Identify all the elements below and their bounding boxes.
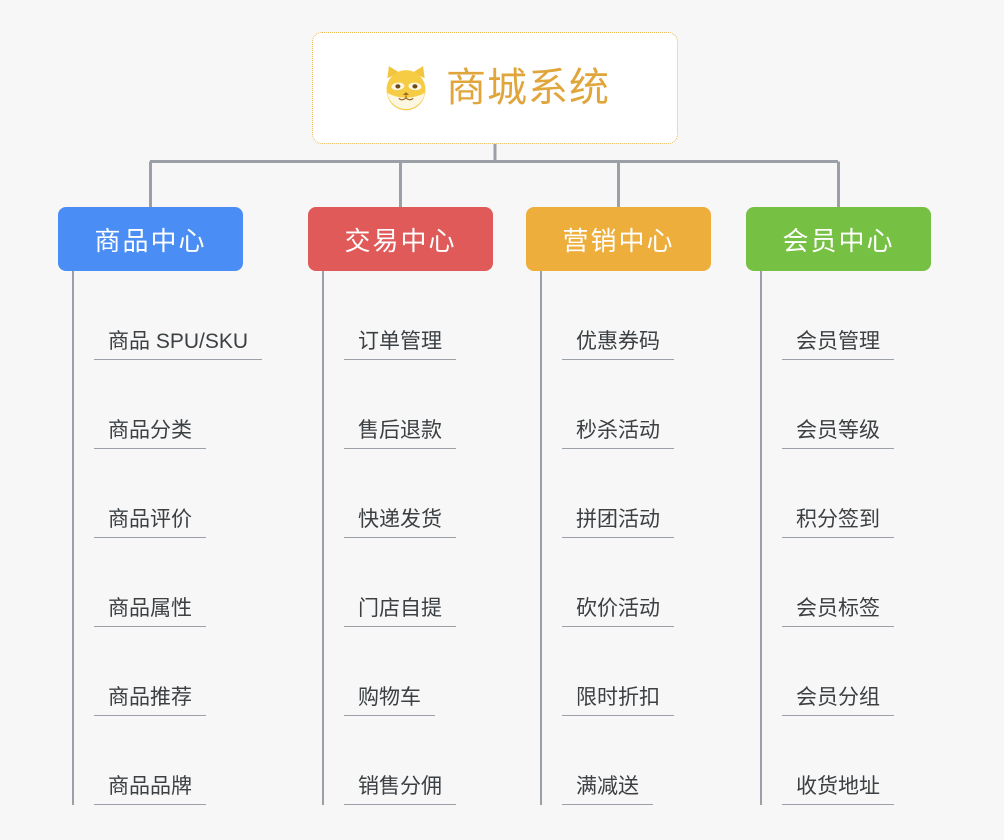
leaf-item[interactable]: 会员分组: [746, 627, 996, 716]
spine-line-1: [322, 271, 324, 805]
leaf-label: 订单管理: [344, 330, 456, 360]
category-column-3: 会员中心 会员管理 会员等级 积分签到 会员标签 会员分组 收货地址: [746, 207, 996, 805]
leaf-item[interactable]: 会员标签: [746, 538, 996, 627]
leaf-item[interactable]: 销售分佣: [308, 716, 568, 805]
leaf-item[interactable]: 会员管理: [746, 271, 996, 360]
leaf-label: 会员管理: [782, 330, 894, 360]
leaf-item[interactable]: 拼团活动: [526, 449, 776, 538]
leaf-label: 收货地址: [782, 775, 894, 805]
leaf-list-0: 商品 SPU/SKU 商品分类 商品评价 商品属性 商品推荐 商品品牌: [58, 271, 358, 805]
spine-line-0: [72, 271, 74, 805]
leaf-item[interactable]: 满减送: [526, 716, 776, 805]
category-column-2: 营销中心 优惠券码 秒杀活动 拼团活动 砍价活动 限时折扣 满减送: [526, 207, 776, 805]
leaf-item[interactable]: 秒杀活动: [526, 360, 776, 449]
leaf-label: 积分签到: [782, 508, 894, 538]
leaf-list-1: 订单管理 售后退款 快递发货 门店自提 购物车 销售分佣: [308, 271, 568, 805]
category-box-0[interactable]: 商品中心: [58, 207, 243, 271]
leaf-item[interactable]: 商品推荐: [58, 627, 358, 716]
leaf-item[interactable]: 积分签到: [746, 449, 996, 538]
leaf-label: 商品推荐: [94, 686, 206, 716]
leaf-list-2: 优惠券码 秒杀活动 拼团活动 砍价活动 限时折扣 满减送: [526, 271, 776, 805]
leaf-label: 销售分佣: [344, 775, 456, 805]
category-label-2: 营销中心: [562, 225, 675, 256]
root-node[interactable]: 商城系统: [312, 32, 678, 144]
spine-line-2: [540, 271, 542, 805]
leaf-item[interactable]: 商品 SPU/SKU: [58, 271, 358, 360]
category-box-2[interactable]: 营销中心: [526, 207, 711, 271]
leaf-label: 售后退款: [344, 419, 456, 449]
shiba-dog-icon: [386, 66, 426, 111]
leaf-item[interactable]: 砍价活动: [526, 538, 776, 627]
leaf-label: 购物车: [344, 686, 435, 716]
leaf-label: 拼团活动: [562, 508, 674, 538]
leaf-item[interactable]: 快递发货: [308, 449, 568, 538]
leaf-item[interactable]: 售后退款: [308, 360, 568, 449]
leaf-label: 秒杀活动: [562, 419, 674, 449]
leaf-label: 商品品牌: [94, 775, 206, 805]
category-label-3: 会员中心: [782, 225, 895, 256]
leaf-label: 快递发货: [344, 508, 456, 538]
leaf-item[interactable]: 门店自提: [308, 538, 568, 627]
leaf-label: 限时折扣: [562, 686, 674, 716]
leaf-label: 商品评价: [94, 508, 206, 538]
leaf-label: 商品分类: [94, 419, 206, 449]
leaf-label: 门店自提: [344, 597, 456, 627]
leaf-label: 满减送: [562, 775, 653, 805]
leaf-label: 商品 SPU/SKU: [94, 330, 263, 360]
category-box-1[interactable]: 交易中心: [308, 207, 493, 271]
leaf-item[interactable]: 会员等级: [746, 360, 996, 449]
leaf-label: 会员等级: [782, 419, 894, 449]
leaf-item[interactable]: 商品品牌: [58, 716, 358, 805]
leaf-list-3: 会员管理 会员等级 积分签到 会员标签 会员分组 收货地址: [746, 271, 996, 805]
leaf-item[interactable]: 购物车: [308, 627, 568, 716]
category-label-0: 商品中心: [94, 225, 207, 256]
leaf-item[interactable]: 商品分类: [58, 360, 358, 449]
leaf-item[interactable]: 收货地址: [746, 716, 996, 805]
category-box-3[interactable]: 会员中心: [746, 207, 931, 271]
leaf-item[interactable]: 优惠券码: [526, 271, 776, 360]
leaf-item[interactable]: 订单管理: [308, 271, 568, 360]
spine-line-3: [760, 271, 762, 805]
leaf-label: 优惠券码: [562, 330, 674, 360]
category-label-1: 交易中心: [344, 225, 457, 256]
category-column-0: 商品中心 商品 SPU/SKU 商品分类 商品评价 商品属性 商品推荐 商品品牌: [58, 207, 358, 805]
leaf-label: 商品属性: [94, 597, 206, 627]
leaf-item[interactable]: 商品属性: [58, 538, 358, 627]
leaf-label: 砍价活动: [562, 597, 674, 627]
root-title: 商城系统: [446, 66, 610, 110]
leaf-item[interactable]: 限时折扣: [526, 627, 776, 716]
category-column-1: 交易中心 订单管理 售后退款 快递发货 门店自提 购物车 销售分佣: [308, 207, 568, 805]
leaf-item[interactable]: 商品评价: [58, 449, 358, 538]
leaf-label: 会员标签: [782, 597, 894, 627]
leaf-label: 会员分组: [782, 686, 894, 716]
